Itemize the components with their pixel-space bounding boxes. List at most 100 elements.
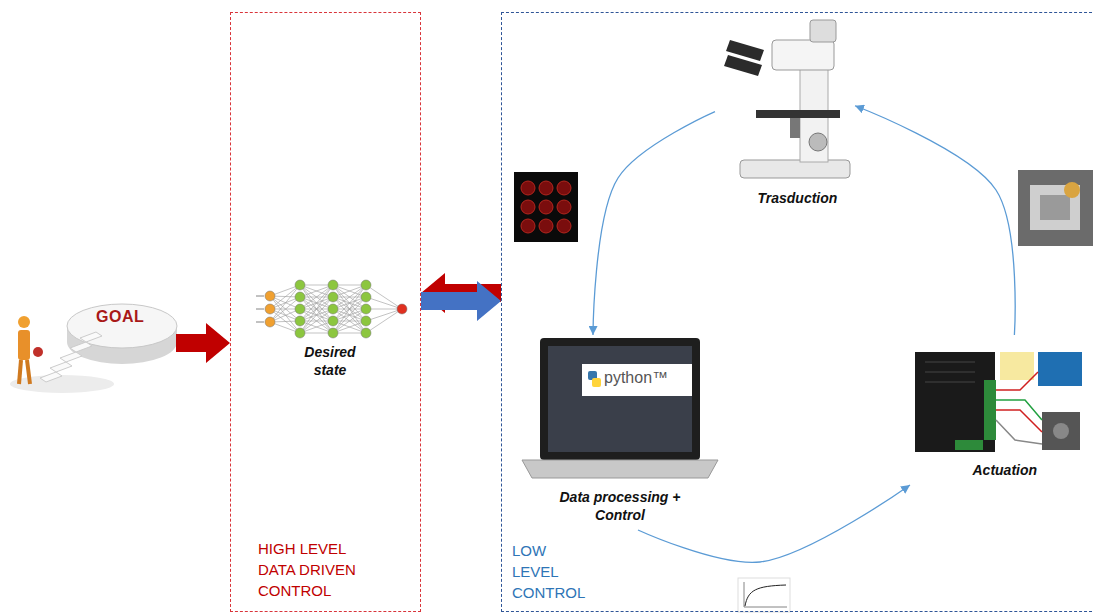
neural-network-illustration-part: [300, 285, 333, 297]
microscope-illustration-part: [724, 55, 762, 76]
goal-illustration-part: [33, 347, 43, 357]
flow-arrow: [593, 112, 715, 335]
neural-network-illustration-part: [366, 297, 402, 309]
neural-network-illustration-part: [328, 280, 338, 290]
node-caption: Data processing + Control: [545, 488, 695, 524]
goal-illustration-part: [80, 332, 102, 342]
neural-network-illustration-part: [295, 292, 305, 302]
neural-network-illustration-part: [333, 285, 366, 321]
actuation-hardware-part: [1000, 352, 1034, 380]
actuation-hardware-part: [925, 362, 975, 363]
actuation-hardware-part: [1053, 423, 1069, 439]
chip-photo-part: [1064, 182, 1080, 198]
neural-network-illustration-part: [333, 321, 366, 333]
neural-network-illustration-part: [361, 304, 371, 314]
laptop-illustration-part: [522, 460, 718, 478]
goal-illustration-part: [70, 342, 92, 352]
actuation-hardware-part: [1042, 412, 1080, 450]
block-arrow: [176, 323, 230, 363]
response-plot-part: [744, 582, 745, 607]
goal-illustration-part: [10, 375, 114, 393]
well-plate-image-part: [539, 219, 553, 233]
high-level-band: HIGH LEVEL DATA DRIVEN CONTROLDesired st…: [230, 12, 421, 612]
response-plot-part: [738, 578, 790, 612]
neural-network-illustration-part: [300, 321, 333, 333]
neural-network-illustration-part: [366, 309, 402, 321]
neural-network-illustration-part: [256, 309, 264, 310]
node-caption: Trasduction: [758, 189, 813, 207]
goal-illustration-part: [40, 372, 62, 382]
neural-network-illustration-part: [300, 285, 333, 321]
actuation-hardware-part: [984, 380, 996, 440]
laptop-illustration-part: [540, 338, 700, 460]
laptop-illustration-part: [582, 364, 692, 396]
neural-network-illustration-part: [295, 316, 305, 326]
actuation-hardware-part: [925, 372, 975, 373]
neural-network-illustration-part: [256, 322, 264, 323]
neural-network-node: Desired state: [250, 280, 410, 385]
response-plot-part: [745, 585, 786, 606]
laptop-illustration-part: [592, 378, 601, 387]
neural-network-illustration-part: [300, 285, 333, 321]
actuation-hardware-part: [925, 382, 975, 383]
neural-network-illustration-part: [270, 296, 300, 333]
neural-network-illustration-part: [333, 321, 366, 333]
well-plate-image: [514, 172, 578, 242]
neural-network-illustration-part: [333, 285, 366, 297]
actuation-hardware-part: [996, 410, 1042, 432]
neural-network-illustration-part: [328, 304, 338, 314]
well-plate-image-part: [514, 172, 578, 242]
neural-network-illustration-part: [265, 291, 275, 301]
neural-network-illustration-part: [265, 317, 275, 327]
neural-network-illustration-part: [300, 297, 333, 333]
actuation-hardware-part: [915, 352, 995, 452]
neural-network-illustration-part: [300, 297, 333, 333]
neural-network-illustration-part: [256, 296, 264, 297]
node-caption: Desired state: [295, 343, 365, 379]
laptop-node: Data processing + Control: [530, 335, 710, 530]
well-plate-image-part: [557, 219, 571, 233]
node-caption: LOW LEVEL CONTROL: [512, 540, 567, 603]
node-caption: Actuation: [973, 461, 1028, 479]
neural-network-illustration: [256, 280, 407, 338]
laptop-illustration: [522, 338, 718, 478]
well-plate-image-part: [521, 219, 535, 233]
actuation-hardware-part: [955, 440, 983, 450]
software-logo-text: python™: [604, 369, 668, 386]
microscope-illustration-part: [810, 20, 836, 42]
neural-network-illustration-part: [300, 285, 333, 297]
laptop-illustration-part: [548, 346, 692, 452]
low-level-band: LOW LEVEL CONTROL TrasductionData process…: [501, 12, 1093, 612]
flow-arrow: [855, 106, 1015, 335]
neural-network-illustration-part: [366, 309, 402, 333]
actuation-hardware-part: [996, 372, 1038, 390]
neural-network-illustration-part: [300, 321, 333, 333]
actuation-hardware-part: [1038, 352, 1082, 386]
goal-illustration-part: [18, 316, 30, 328]
microscope-illustration-part: [772, 40, 834, 70]
chip-photo-part: [1018, 170, 1093, 246]
well-plate-image-part: [521, 200, 535, 214]
goal-illustration-part: [19, 360, 21, 384]
microscope-node: Trasduction: [715, 18, 855, 213]
neural-network-illustration-part: [361, 280, 371, 290]
goal-illustration-part: [60, 352, 82, 362]
neural-network-illustration-part: [366, 285, 402, 309]
neural-network-illustration-part: [295, 304, 305, 314]
neural-network-illustration-part: [333, 297, 366, 333]
neural-network-illustration-part: [361, 292, 371, 302]
neural-network-illustration-part: [397, 304, 407, 314]
neural-network-illustration-part: [333, 285, 366, 297]
goal-illustration-part: [67, 304, 177, 348]
microscope-illustration-part: [756, 110, 840, 118]
neural-network-illustration-part: [361, 328, 371, 338]
goal-illustration-part: [18, 330, 30, 360]
response-plot: [738, 578, 790, 612]
neural-network-illustration-part: [295, 328, 305, 338]
neural-network-illustration-part: [270, 285, 300, 322]
neural-network-illustration-part: [265, 304, 275, 314]
neural-network-illustration-part: [328, 292, 338, 302]
neural-network-illustration-part: [295, 280, 305, 290]
microscope-illustration: [724, 20, 850, 178]
